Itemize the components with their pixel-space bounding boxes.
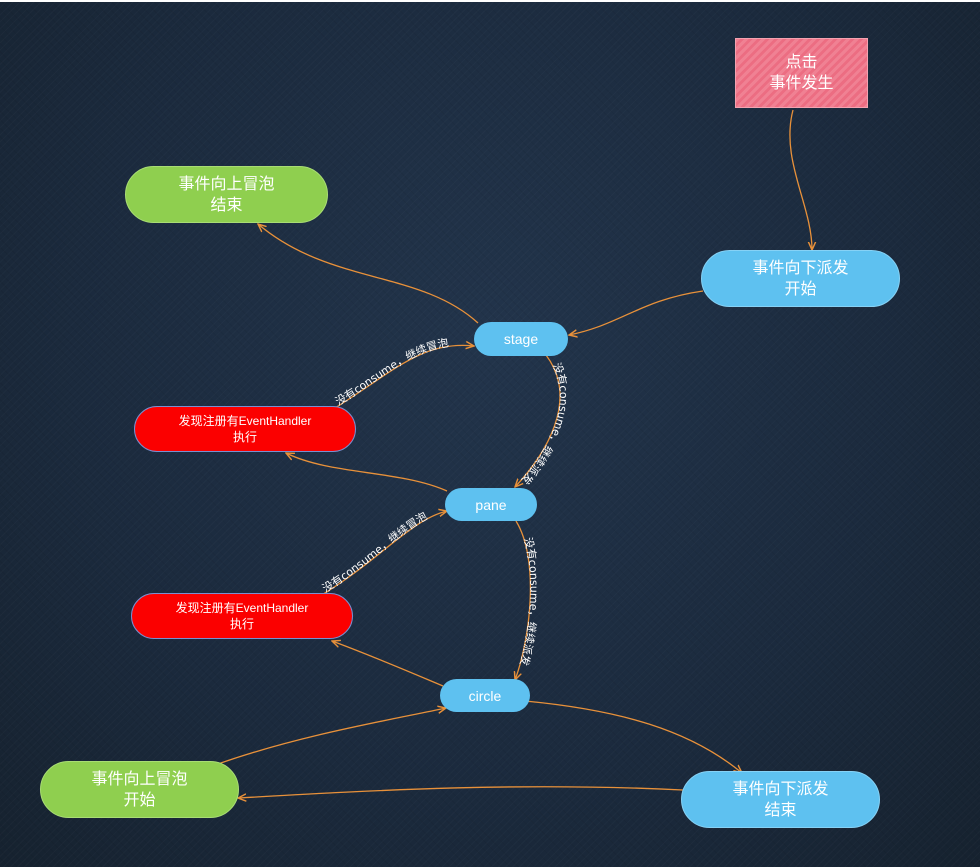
dispatch-end-node[interactable]: 事件向下派发 结束 [681, 771, 880, 828]
bubble-start-label: 事件向上冒泡 开始 [91, 770, 188, 809]
edge-pane-to-circle [515, 520, 532, 680]
stage-label: stage [503, 331, 539, 347]
edge-pane-to-handler1 [286, 453, 448, 492]
circle-node[interactable]: circle [440, 679, 530, 712]
edge-bubble-start-to-circle [217, 708, 446, 765]
edge-start-to-dispatch [789, 109, 812, 250]
edge-label-dispatch-1: 没有consume，继续派发 [519, 361, 570, 487]
edge-handler1-to-stage [329, 345, 474, 412]
pane-node[interactable]: pane [445, 488, 537, 521]
stage-node[interactable]: stage [474, 322, 568, 356]
pane-label: pane [475, 496, 507, 513]
bubble-end-label: 事件向上冒泡 结束 [178, 175, 275, 214]
dispatch-end-label: 事件向下派发 结束 [732, 780, 829, 819]
dispatch-start-label: 事件向下派发 开始 [752, 259, 849, 298]
handler-1-label: 发现注册有EventHandler 执行 [178, 414, 312, 444]
edge-handler2-to-pane [319, 511, 447, 597]
bubble-end-node[interactable]: 事件向上冒泡 结束 [125, 166, 328, 223]
edge-stage-to-bubble-end [258, 224, 479, 324]
edge-label-bubble-2: 没有consume，继续冒泡 [320, 509, 429, 595]
edge-dispatch-to-stage [569, 290, 704, 335]
event-occurs-label: 点击 事件发生 [769, 54, 834, 92]
handler-node-1[interactable]: 发现注册有EventHandler 执行 [134, 406, 356, 452]
edge-dispatch-end-to-bubble-start [238, 786, 684, 798]
edge-stage-to-pane [515, 354, 561, 487]
edge-circle-to-handler2 [332, 641, 444, 687]
edge-label-bubble-1: 没有consume，继续冒泡 [333, 335, 450, 408]
edge-label-dispatch-2: 没有consume，继续派发 [517, 536, 540, 667]
bubble-start-node[interactable]: 事件向上冒泡 开始 [40, 761, 239, 818]
handler-node-2[interactable]: 发现注册有EventHandler 执行 [131, 593, 353, 639]
handler-2-label: 发现注册有EventHandler 执行 [175, 601, 309, 631]
edge-circle-to-dispatch-end [524, 700, 742, 773]
dispatch-start-node[interactable]: 事件向下派发 开始 [701, 250, 900, 307]
event-occurs-node[interactable]: 点击 事件发生 [735, 38, 868, 108]
circle-label: circle [468, 687, 502, 704]
